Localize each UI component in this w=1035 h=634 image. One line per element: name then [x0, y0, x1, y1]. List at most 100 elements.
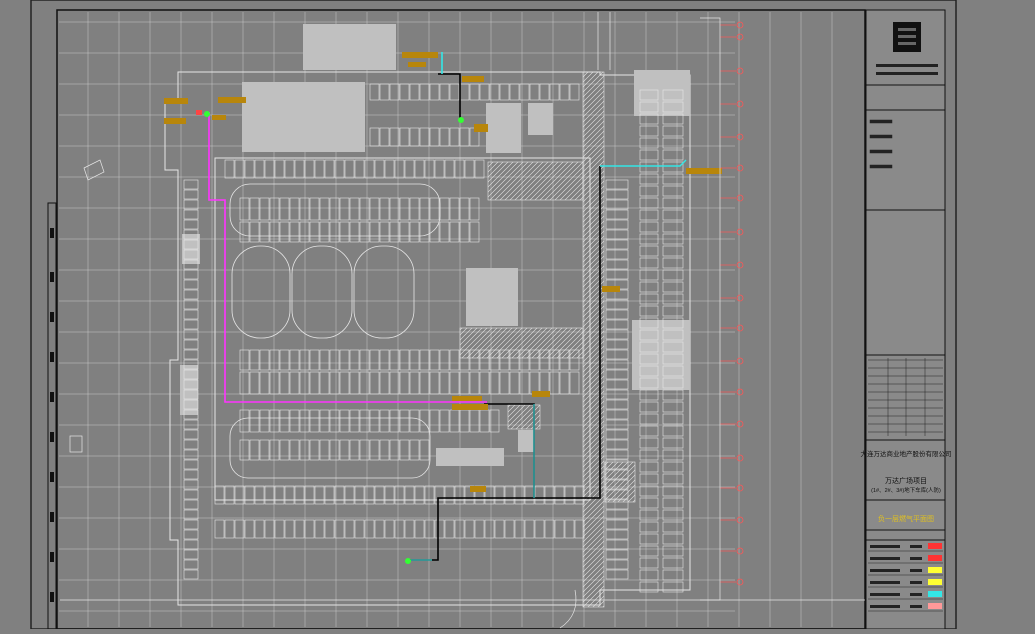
parking-space: [404, 485, 415, 505]
parking-space: [544, 519, 555, 539]
axis-bubble: [736, 228, 744, 236]
parking-space: [404, 519, 415, 539]
room-cell: [662, 473, 684, 485]
parking-space: [429, 221, 440, 243]
parking-space: [214, 519, 225, 539]
room-cell: [662, 353, 684, 365]
parking-space: [274, 485, 285, 505]
parking-space: [419, 197, 430, 221]
parking-space: [324, 519, 335, 539]
parking-space: [364, 519, 375, 539]
parking-space: [519, 83, 530, 101]
tb-text-stub: [869, 164, 893, 169]
parking-space: [349, 349, 360, 371]
parking-space: [249, 371, 260, 395]
parking-space: [259, 197, 270, 221]
parking-space: [299, 197, 310, 221]
parking-space: [454, 159, 465, 179]
room-cell: [662, 269, 684, 281]
parking-space: [519, 371, 530, 395]
parking-space: [214, 485, 225, 505]
parking-space: [359, 197, 370, 221]
parking-space: [334, 519, 345, 539]
parking-space: [289, 409, 300, 433]
parking-space: [414, 159, 425, 179]
parking-space: [409, 409, 420, 433]
room-cell: [662, 305, 684, 317]
room-cell: [639, 497, 659, 509]
parking-space: [183, 369, 199, 380]
parking-space: [549, 371, 560, 395]
parking-space: [605, 349, 629, 360]
room-cell: [639, 125, 659, 137]
parking-space: [349, 439, 360, 461]
parking-space: [329, 439, 340, 461]
parking-space: [439, 127, 450, 147]
parking-space: [605, 559, 629, 570]
parking-space: [424, 159, 435, 179]
parking-space: [389, 197, 400, 221]
parking-space: [399, 197, 410, 221]
parking-space: [499, 83, 510, 101]
parking-space: [469, 197, 480, 221]
parking-space: [289, 221, 300, 243]
room-cell: [639, 545, 659, 557]
parking-space: [489, 409, 500, 433]
parking-space: [299, 371, 310, 395]
parking-space: [183, 289, 199, 300]
parking-space: [289, 197, 300, 221]
parking-space: [379, 83, 390, 101]
room-cell: [662, 485, 684, 497]
legend-swatch: [928, 555, 942, 561]
parking-space: [183, 519, 199, 530]
parking-space: [269, 409, 280, 433]
parking-space: [454, 519, 465, 539]
parking-space: [464, 485, 475, 505]
parking-space: [605, 439, 629, 450]
parking-space: [249, 409, 260, 433]
parking-space: [605, 549, 629, 560]
parking-space: [319, 371, 330, 395]
room-cell: [662, 197, 684, 209]
parking-space: [414, 485, 425, 505]
parking-space: [254, 519, 265, 539]
parking-space: [369, 127, 380, 147]
parking-space: [183, 339, 199, 350]
parking-space: [569, 371, 580, 395]
parking-space: [544, 485, 555, 505]
parking-space: [259, 371, 270, 395]
parking-space: [329, 349, 340, 371]
parking-space: [574, 485, 585, 505]
parking-space: [509, 349, 520, 371]
axis-bubble: [736, 33, 744, 41]
room-cell: [639, 401, 659, 413]
room-cell: [639, 317, 659, 329]
parking-space: [439, 221, 450, 243]
parking-space: [605, 359, 629, 370]
axis-bubble: [736, 324, 744, 332]
axis-bubble: [736, 194, 744, 202]
parking-space: [469, 371, 480, 395]
parking-space: [539, 83, 550, 101]
parking-space: [224, 519, 235, 539]
room-cell: [662, 89, 684, 101]
parking-space: [389, 349, 400, 371]
legend-code: [910, 581, 922, 584]
parking-space: [569, 349, 580, 371]
parking-space: [479, 349, 490, 371]
legend-label: [870, 593, 900, 596]
room-cell: [639, 533, 659, 545]
parking-space: [429, 83, 440, 101]
parking-space: [409, 83, 420, 101]
parking-space: [259, 221, 270, 243]
room-cell: [662, 521, 684, 533]
parking-space: [429, 197, 440, 221]
parking-space: [183, 449, 199, 460]
parking-space: [499, 349, 510, 371]
parking-space: [419, 439, 430, 461]
parking-space: [379, 349, 390, 371]
parking-space: [409, 349, 420, 371]
parking-space: [489, 349, 500, 371]
